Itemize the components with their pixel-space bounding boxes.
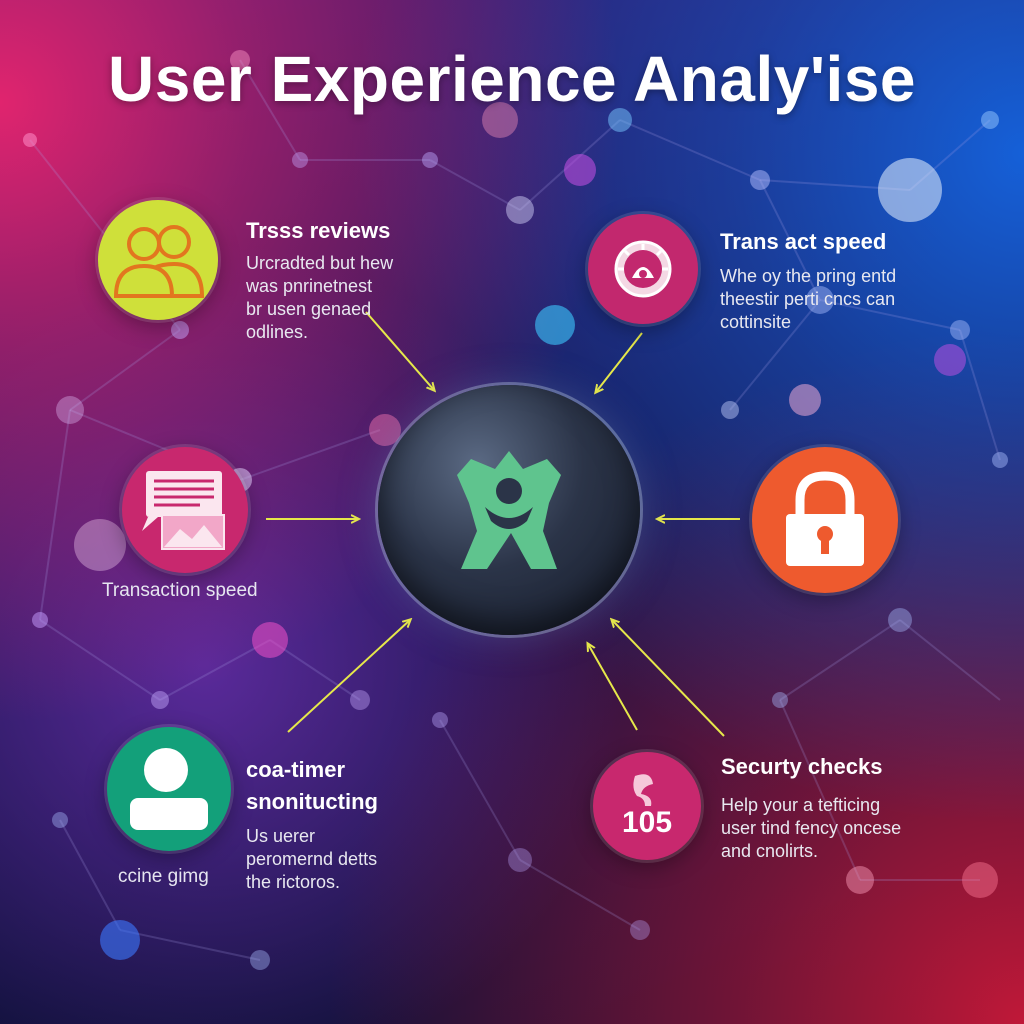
person-icon [130, 748, 208, 830]
node-heading: Trans act speed [720, 229, 887, 254]
ccine-gimg-label: ccine gimg [118, 866, 209, 887]
description-line: Us uerer [246, 826, 316, 846]
lock-icon [786, 471, 864, 566]
node-description: Urcradted but hew was pnrinetnest br use… [246, 252, 466, 344]
description-line: peromernd detts [246, 849, 378, 869]
node-description: Whe oy the pring entd theestir perti cnc… [720, 265, 950, 334]
description-line: the rictoros. [246, 872, 341, 892]
users-icon [113, 225, 205, 298]
speed-node[interactable] [588, 214, 698, 324]
description-line: user tind fency oncese [721, 818, 902, 838]
description-line: br usen genaed [246, 299, 372, 319]
description-line: was pnrinetnest [246, 276, 373, 296]
central-hub[interactable] [378, 385, 640, 635]
heading-line: snonitucting [246, 789, 378, 814]
speedometer-icon [614, 240, 672, 298]
customer-monitoring-block: coa-timer snonitucting Us uerer peromern… [246, 757, 446, 894]
node-heading: Securty checks [721, 754, 883, 779]
users-node[interactable] [98, 200, 218, 320]
message-image-icon [142, 471, 225, 550]
node-description: Us uerer peromernd detts the rictoros. [246, 825, 446, 894]
badge-text: 105 [622, 806, 672, 839]
lock-node[interactable] [752, 447, 898, 593]
node-description: Help your a tefticing user tind fency on… [721, 794, 961, 863]
description-line: Help your a tefticing [721, 795, 881, 815]
description-line: odlines. [246, 322, 309, 342]
transaction-speed-label: Transaction speed [102, 580, 258, 601]
person-node[interactable] [107, 727, 231, 851]
node-heading: Trsss reviews [246, 218, 391, 243]
security-checks-block: Securty checks Help your a tefticing use… [721, 754, 961, 863]
code-node[interactable]: 105 [593, 752, 701, 860]
node-heading: coa-timer snonitucting [246, 757, 446, 815]
transact-speed-block: Trans act speed Whe oy the pring entd th… [720, 229, 950, 334]
description-line: theestir perti cncs can [720, 289, 896, 309]
message-node[interactable] [122, 447, 248, 573]
description-line: and cnolirts. [721, 841, 819, 861]
shield-figure-icon [457, 451, 561, 569]
page-title: User Experience Analy'ise [108, 43, 916, 115]
badge-105-icon: 105 [622, 774, 672, 839]
description-line: cottinsite [720, 312, 792, 332]
description-line: Urcradted but hew [246, 253, 394, 273]
heading-line: coa-timer [246, 757, 346, 782]
trust-reviews-block: Trsss reviews Urcradted but hew was pnri… [246, 218, 466, 344]
description-line: Whe oy the pring entd [720, 266, 897, 286]
